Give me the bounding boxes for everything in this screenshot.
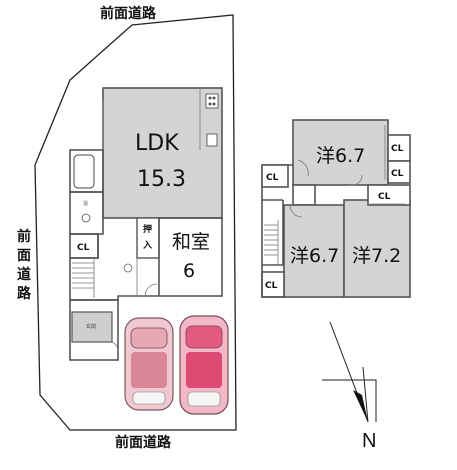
site-boundary [34,14,237,431]
car-right-icon [179,315,229,415]
closet-2f-a: CL [391,144,404,154]
oshiire-label-2: 入 [142,240,152,251]
closet-2f-b: CL [391,169,404,179]
bath-label: 浴 [83,200,88,207]
stove-icon [205,93,219,109]
road-label-left-4: 路 [17,285,32,302]
room-2f-right: 洋7.2 [352,245,401,267]
north-label: N [362,430,376,452]
road-label-left-3: 道 [17,266,31,283]
ldk-label: LDK [135,131,179,156]
closet-2f-d: CL [265,281,278,291]
first-floor: LDK 15.3 浴 CL 押 入 和室 6 [69,87,223,361]
washitsu-size: 6 [183,260,195,282]
ldk-room [103,88,222,218]
ldk-size: 15.3 [137,167,186,192]
bathtub-icon [73,154,95,189]
washitsu-label: 和室 [172,231,210,253]
car-left-icon [124,317,174,411]
road-label-bottom: 前面道路 [115,434,172,451]
sink-icon [206,133,218,147]
road-label-left-1: 前 [17,228,31,245]
stairs-1f [72,258,95,298]
road-label-left-2: 面 [17,248,31,264]
room-2f-top: 洋6.7 [316,145,365,167]
closet-2f-c: CL [378,192,391,202]
road-label-top: 前面道路 [100,5,157,22]
north-arrow-icon: N [322,321,377,452]
closet-1f: CL [77,243,90,253]
room-2f-left: 洋6.7 [290,245,339,267]
closet-2f-hall: CL [266,173,279,183]
entrance-label: 玄関 [86,323,96,330]
stairs-2f [264,220,279,265]
second-floor: 洋6.7 CL CL CL 洋6.7 洋7 [261,119,411,298]
oshiire-label-1: 押 [143,223,152,235]
